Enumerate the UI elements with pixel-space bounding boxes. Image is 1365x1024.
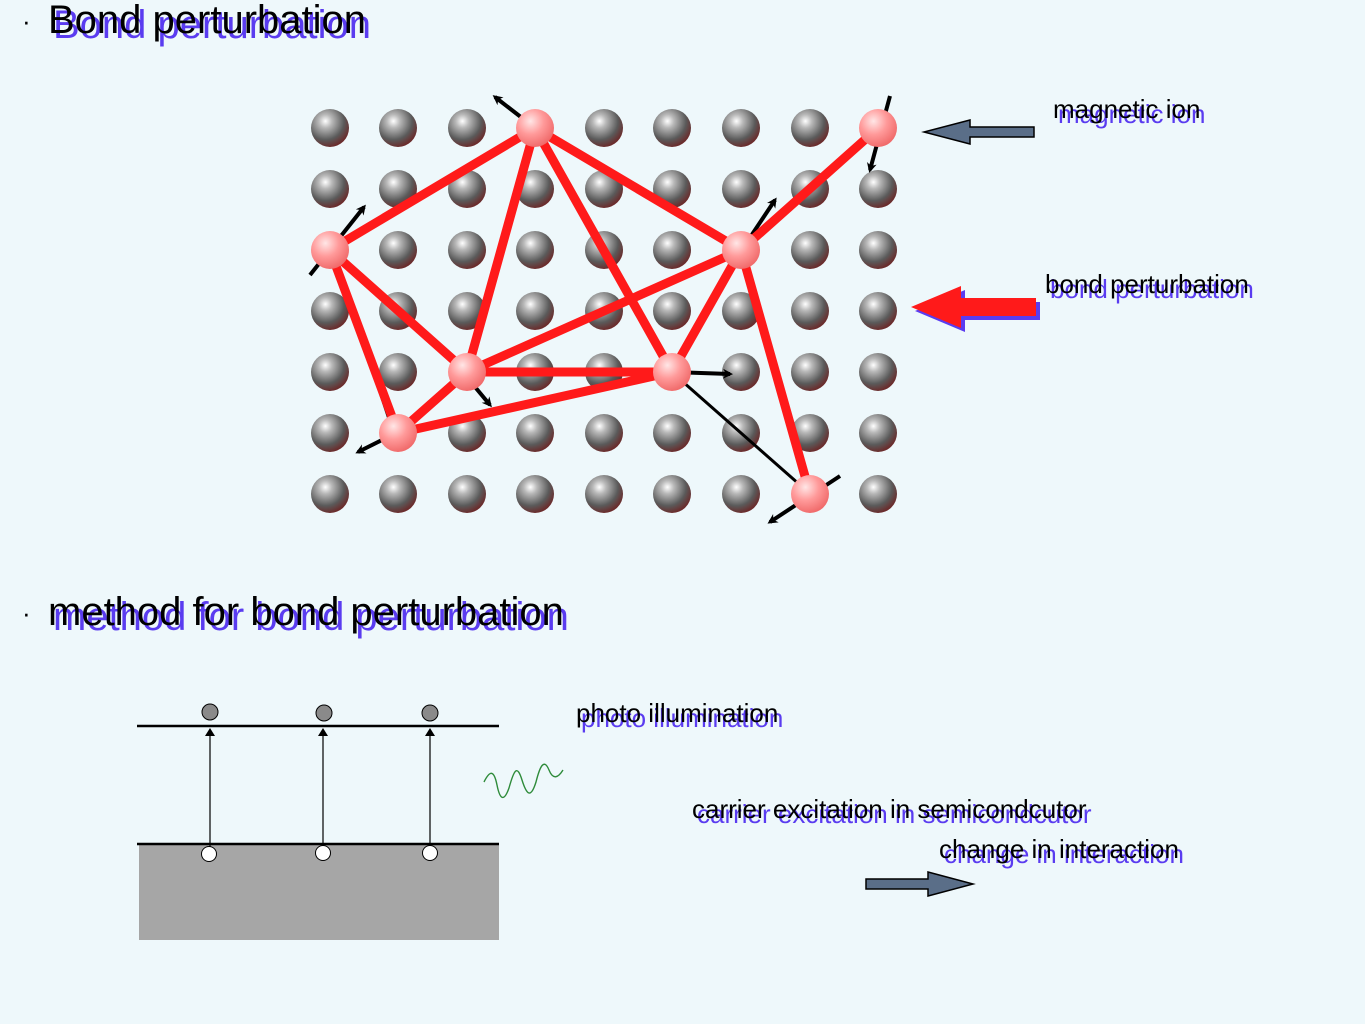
magnetic-ion [311, 231, 349, 269]
electrons [201, 703, 439, 722]
section2-title: method for bond perturbation method for … [48, 590, 569, 639]
lattice-atom [311, 170, 349, 208]
lattice-atom [859, 170, 897, 208]
photo-illumination-label: photo illumination photo illumination [576, 698, 784, 733]
magnetic-ion [859, 109, 897, 147]
lattice-atom [311, 414, 349, 452]
lattice-atom [722, 353, 760, 391]
lattice-atom [585, 475, 623, 513]
lattice-atom [311, 353, 349, 391]
lattice-atom [516, 170, 554, 208]
lattice-atom [791, 231, 829, 269]
lattice-atom [448, 292, 486, 330]
lattice-atom [653, 109, 691, 147]
change-interaction-label: change in interaction change in interact… [939, 834, 1184, 869]
lattice-atom [448, 231, 486, 269]
valence-band [139, 844, 499, 940]
lattice-atom [791, 353, 829, 391]
section2-bullet: · [22, 598, 31, 628]
lattice-atom [311, 292, 349, 330]
section1-title: Bond perturbation Bond perturbation [48, 0, 372, 47]
magnetic-ion [448, 353, 486, 391]
lattice-atom [653, 475, 691, 513]
lattice-atom [379, 353, 417, 391]
lattice-atom [379, 475, 417, 513]
lattice-atom [448, 475, 486, 513]
magnetic-ion [722, 231, 760, 269]
lattice-atom [859, 292, 897, 330]
magnetic-ion-label: magnetic ion magnetic ion [1053, 94, 1206, 129]
lattice-atom [448, 170, 486, 208]
lattice-atom [311, 109, 349, 147]
lattice-atom [653, 292, 691, 330]
lattice-atom [379, 109, 417, 147]
lattice-atom [859, 353, 897, 391]
lattice-atom [379, 231, 417, 269]
lattice-atom [722, 475, 760, 513]
excitation-arrows [205, 728, 435, 848]
lattice-atom [791, 414, 829, 452]
lattice-atom [859, 231, 897, 269]
bond-perturbation-label: bond perturbation bond perturbation [1045, 269, 1254, 304]
lattice-atom [516, 414, 554, 452]
magnetic-ion [516, 109, 554, 147]
right-arrow-icon [865, 871, 976, 897]
left-arrow-icon [911, 286, 1040, 332]
lattice-atom [448, 109, 486, 147]
lattice-atom [859, 475, 897, 513]
lattice-atom [722, 170, 760, 208]
lattice-atom [722, 292, 760, 330]
magnetic-ion [653, 353, 691, 391]
lattice-atom [585, 109, 623, 147]
bond-lines [325, 123, 883, 499]
carrier-excitation-label: carrier excitation in semicondcutor carr… [692, 794, 1092, 829]
lattice-atom [516, 475, 554, 513]
lattice-atom [722, 109, 760, 147]
lattice-atom [653, 231, 691, 269]
lattice-atom [311, 475, 349, 513]
left-arrow-icon [921, 119, 1035, 145]
lattice-atom [791, 109, 829, 147]
lattice-atom [379, 170, 417, 208]
magnetic-ion [379, 414, 417, 452]
photon-wave-icon [483, 763, 564, 799]
lattice-atom [516, 292, 554, 330]
magnetic-ion [791, 475, 829, 513]
section1-bullet: · [22, 6, 31, 36]
semiconductor-diagram [137, 703, 564, 940]
magnetic-ions [311, 109, 897, 513]
lattice-atom [791, 292, 829, 330]
lattice-atom [859, 414, 897, 452]
holes [201, 845, 438, 862]
lattice-atom [653, 414, 691, 452]
lattice-atom [516, 231, 554, 269]
lattice-atom [585, 414, 623, 452]
